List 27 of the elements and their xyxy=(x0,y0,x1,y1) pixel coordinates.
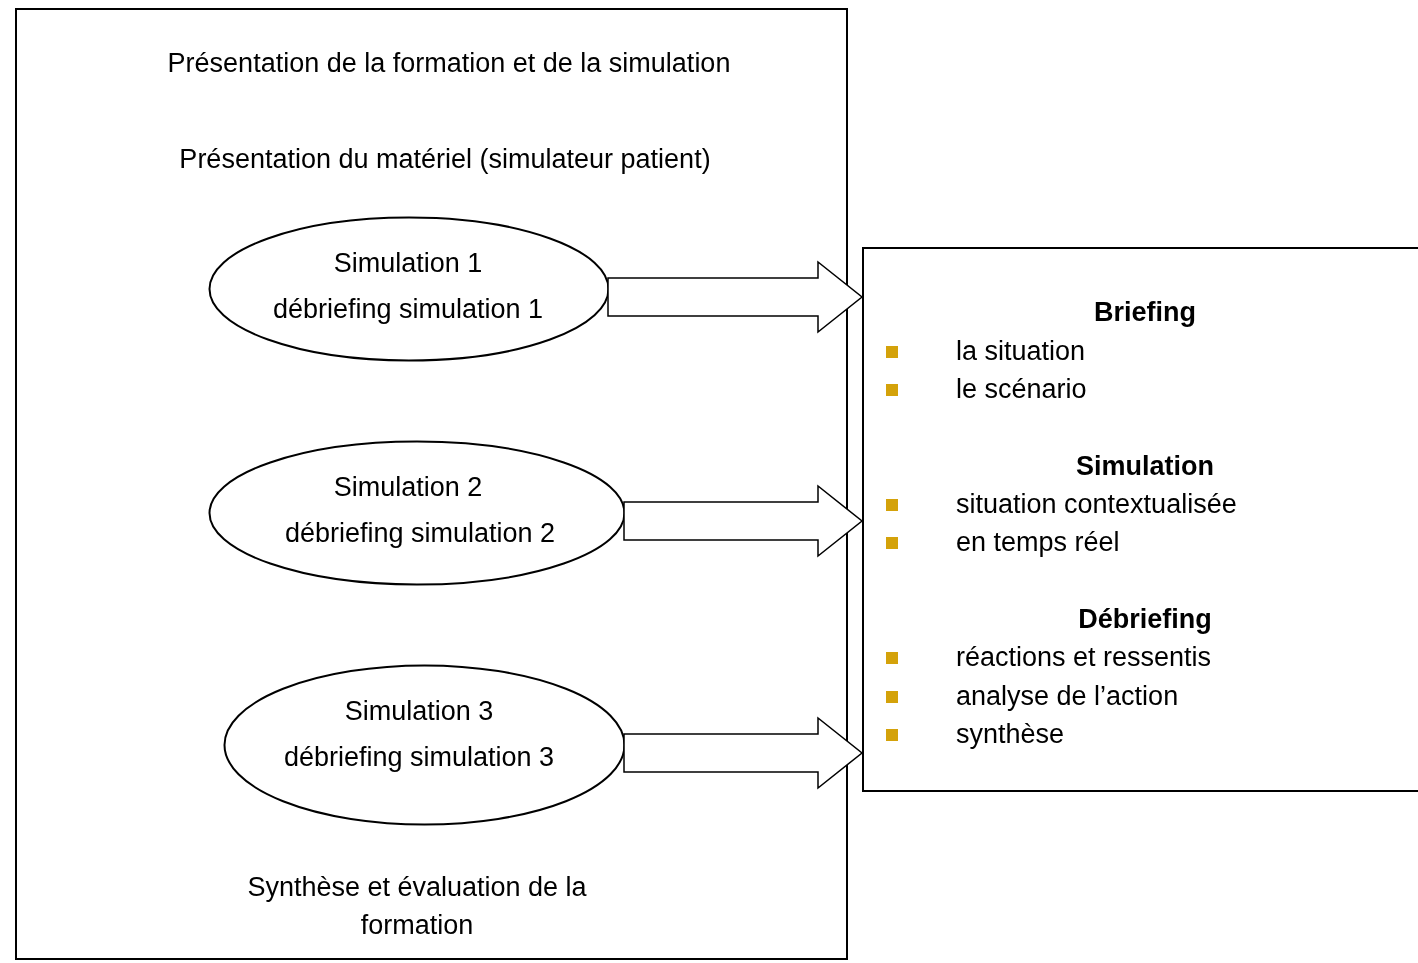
frame-box xyxy=(862,247,1418,792)
list-item: la situation xyxy=(956,335,1086,368)
step-text: Présentation du matériel (simulateur patient) xyxy=(179,143,711,176)
section-heading: Briefing xyxy=(1094,296,1196,329)
list-item: analyse de l’action xyxy=(956,680,1179,713)
list-item: réactions et ressentis xyxy=(956,641,1212,674)
ellipse-label: Simulation 2 xyxy=(333,471,483,504)
ellipse xyxy=(208,440,626,586)
ellipse-label: débriefing simulation 3 xyxy=(283,741,555,774)
list-item: situation contextualisée xyxy=(956,488,1237,521)
frame-box xyxy=(15,8,848,960)
ellipse-label: débriefing simulation 1 xyxy=(272,293,544,326)
block-arrow xyxy=(607,260,864,334)
section-heading: Simulation xyxy=(1076,450,1214,483)
ellipse xyxy=(223,664,626,826)
ellipse xyxy=(208,216,610,362)
block-arrow xyxy=(623,716,864,790)
ellipse-label: Simulation 1 xyxy=(333,247,483,280)
list-item: en temps réel xyxy=(956,526,1120,559)
ellipse-label: Simulation 3 xyxy=(344,695,494,728)
list-item: synthèse xyxy=(956,718,1065,751)
ellipse-label: débriefing simulation 2 xyxy=(284,517,556,550)
step-text: Présentation de la formation et de la simulation xyxy=(167,47,731,80)
section-heading: Débriefing xyxy=(1078,603,1212,636)
step-text: Synthèse et évaluation de la formation xyxy=(246,871,588,942)
block-arrow xyxy=(623,484,864,558)
list-item: le scénario xyxy=(956,373,1087,406)
